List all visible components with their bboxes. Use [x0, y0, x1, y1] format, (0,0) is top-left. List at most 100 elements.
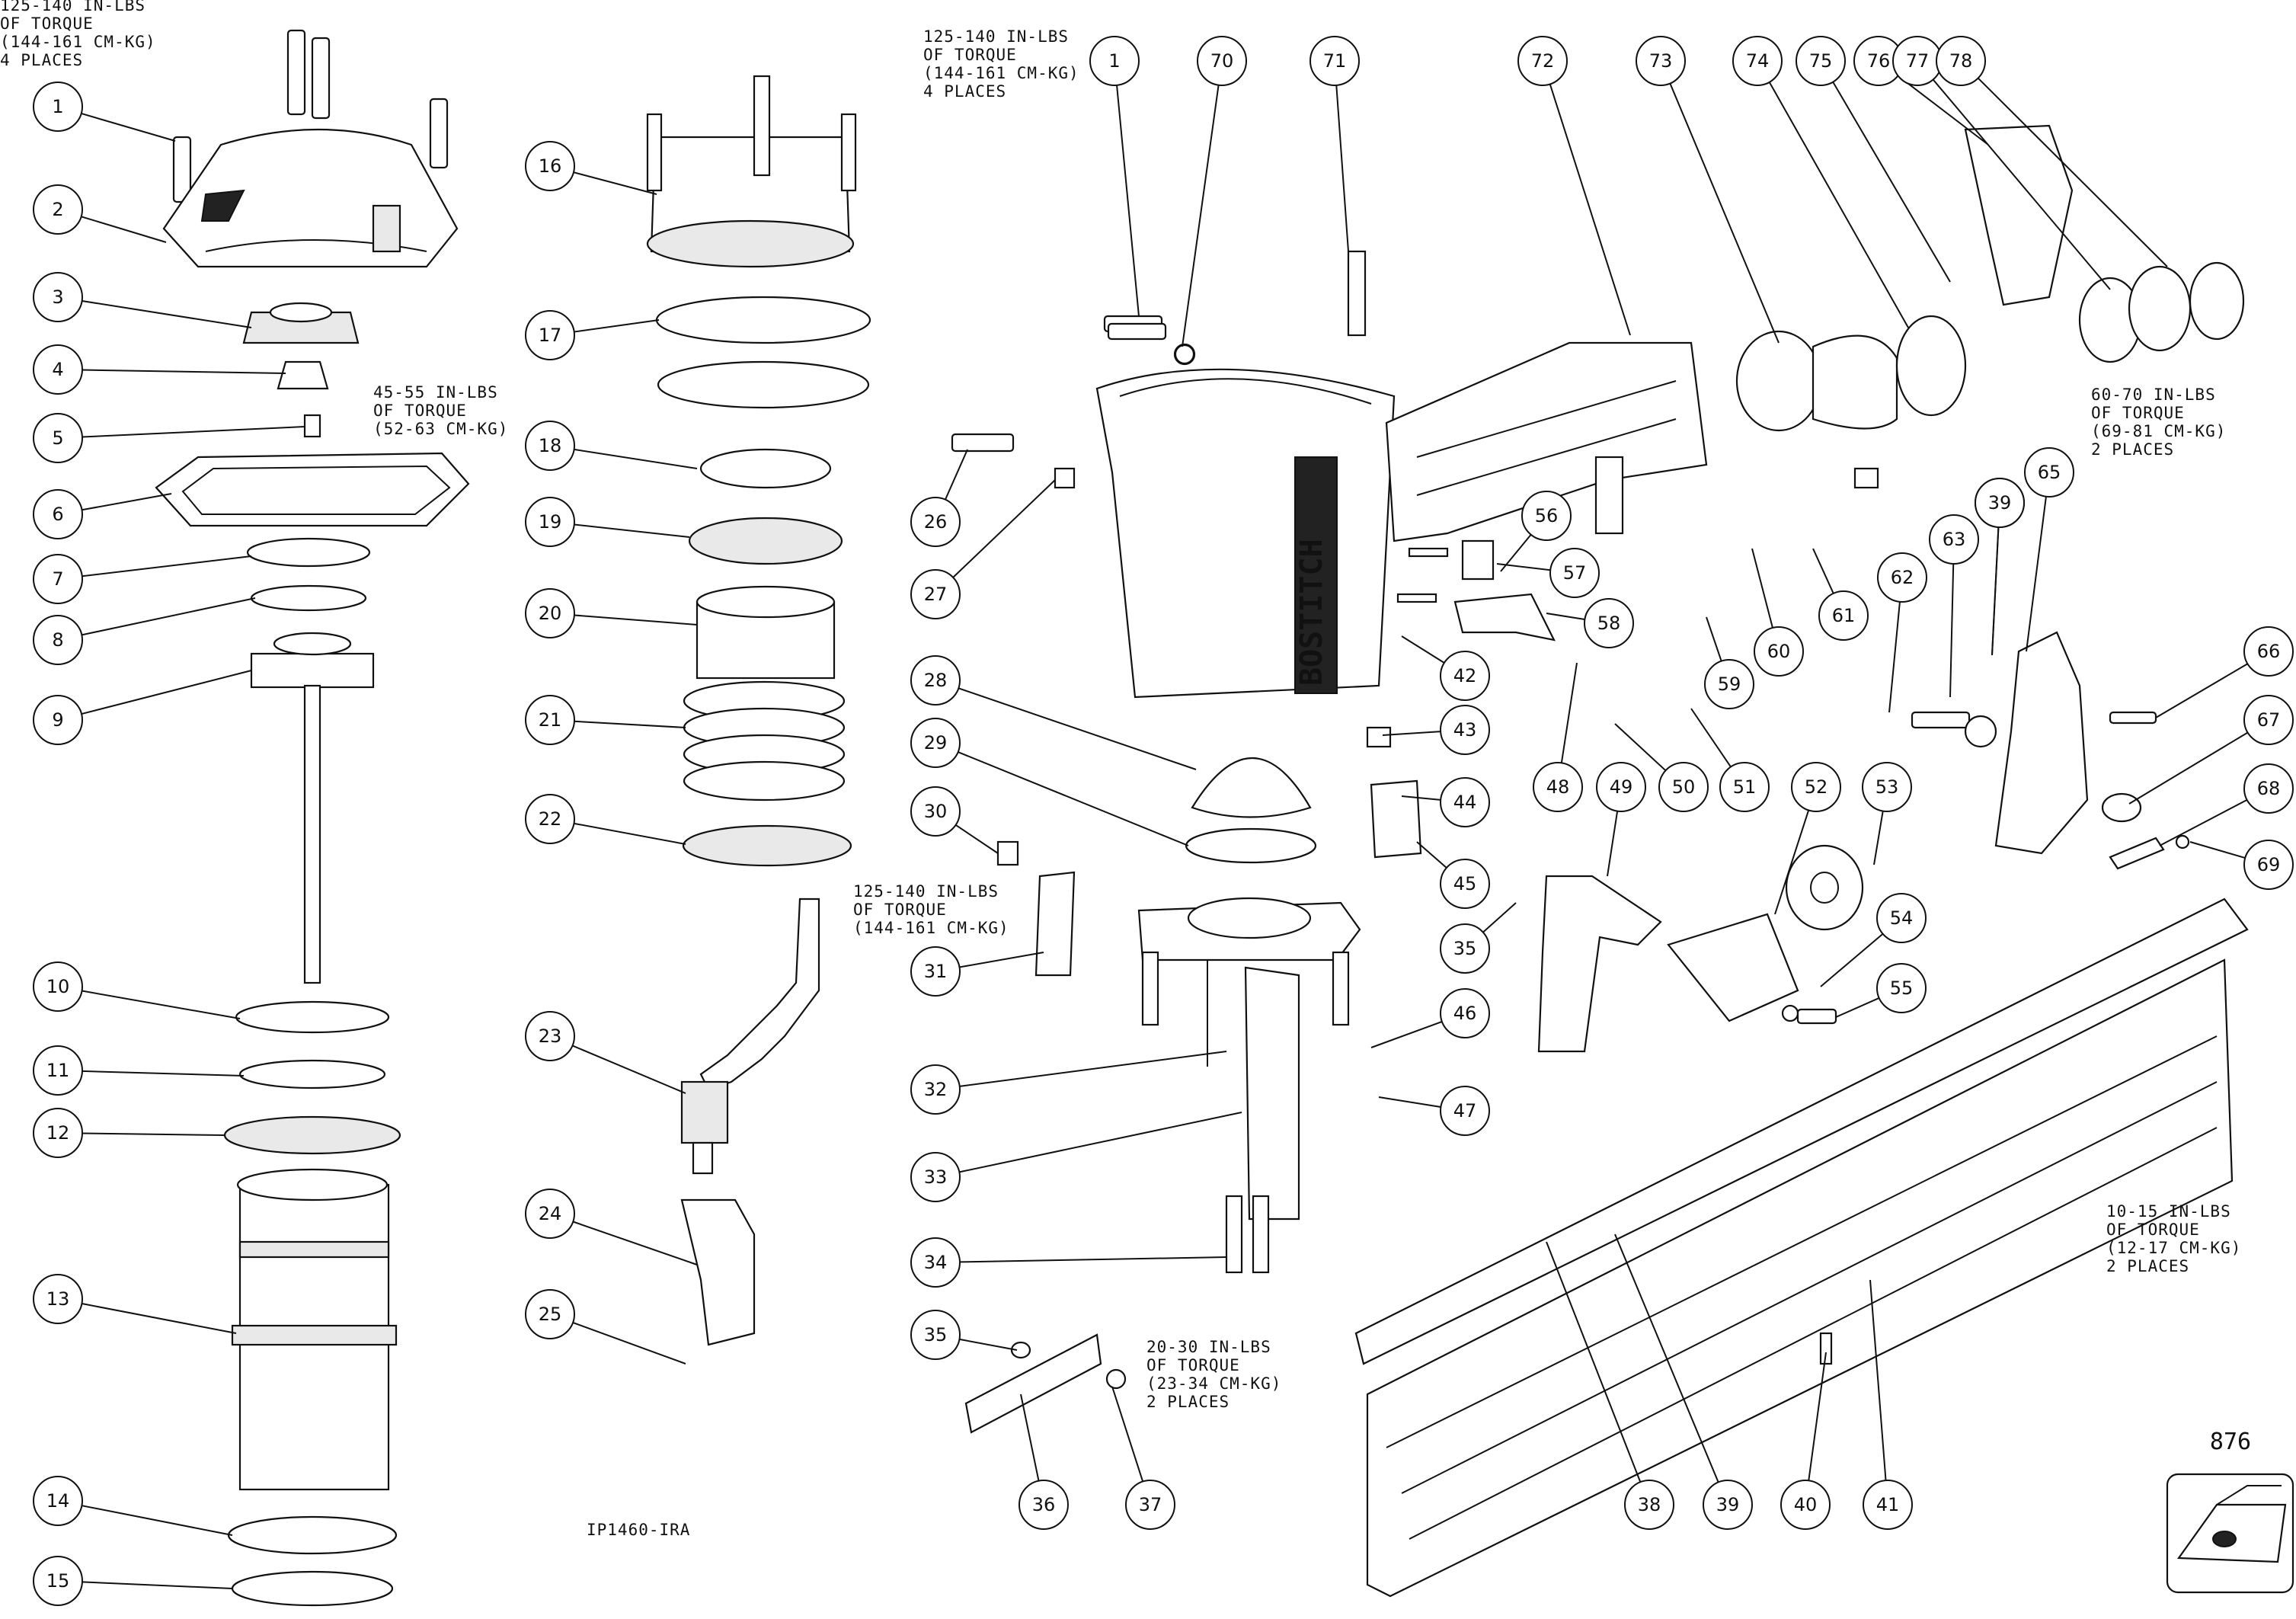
callout-46: 46: [1440, 988, 1490, 1038]
callout-number: 28: [924, 670, 948, 691]
callout-60: 60: [1754, 626, 1804, 677]
callout-circle: [910, 655, 961, 706]
torque-note-line: OF TORQUE: [1146, 1356, 1240, 1374]
callout-circle: [910, 569, 961, 619]
callout-number: 17: [539, 325, 562, 346]
callout-circle: [525, 1011, 575, 1061]
callout-75: 75: [1796, 36, 1846, 86]
callout-circle: [1125, 1480, 1175, 1530]
callout-62: 62: [1877, 552, 1927, 603]
callout-26: 26: [910, 497, 961, 547]
leader-line-3: [82, 299, 252, 328]
callout-number: 71: [1323, 50, 1347, 72]
callout-76: 76: [1853, 36, 1904, 86]
callout-circle: [910, 946, 961, 997]
callout-27: 27: [910, 569, 961, 619]
leader-line-22: [574, 822, 686, 845]
cylinder-seals-drawing: [223, 1000, 401, 1155]
callout-number: 34: [924, 1252, 948, 1273]
callout-number: 59: [1718, 674, 1741, 695]
callout-circle: [1975, 478, 2025, 528]
leader-line-20: [574, 614, 698, 626]
leader-line-78: [1977, 77, 2168, 267]
torque-note-line: (144-161 CM-KG): [923, 64, 1079, 82]
torque-note-line: OF TORQUE: [2106, 1221, 2200, 1239]
callout-circle: [910, 497, 961, 547]
torque-note-line: 10-15 IN-LBS: [2106, 1202, 2231, 1221]
callout-63: 63: [1929, 514, 1979, 565]
callout-61: 61: [1818, 590, 1869, 641]
leader-line-12: [82, 1132, 225, 1136]
callout-number: 18: [539, 435, 562, 456]
callout-37: 37: [1125, 1480, 1175, 1530]
callout-circle: [1549, 548, 1600, 598]
leader-line-72: [1549, 84, 1631, 336]
leader-line-26: [945, 449, 968, 501]
callout-number: 33: [924, 1166, 948, 1188]
leader-line-23: [572, 1045, 686, 1094]
leader-line-1: [81, 113, 176, 142]
callout-circle: [1876, 963, 1927, 1013]
callout-number: 75: [1809, 50, 1833, 72]
contact-trip-drawing: [964, 1333, 1127, 1434]
callout-number: 51: [1733, 776, 1757, 798]
trigger-parts-drawing: [1366, 539, 1662, 1053]
callout-number: 78: [1949, 50, 1973, 72]
callout-number: 72: [1531, 50, 1555, 72]
torque-note-line: OF TORQUE: [923, 46, 1017, 64]
callout-number: 24: [539, 1203, 562, 1224]
callout-number: 74: [1746, 50, 1770, 72]
callout-19: 19: [525, 497, 575, 547]
callout-number: 37: [1139, 1494, 1162, 1515]
callout-74: 74: [1732, 36, 1783, 86]
cylinder-drawing: [231, 1168, 398, 1491]
torque-note-line: (23-34 CM-KG): [1146, 1374, 1281, 1393]
callout-circle: [1636, 36, 1686, 86]
callout-circle: [2243, 695, 2294, 745]
head-valve-drawing: [646, 75, 857, 268]
callout-number: 68: [2257, 778, 2281, 799]
callout-circle: [33, 1274, 83, 1324]
callout-circle: [33, 82, 83, 132]
leader-line-5: [82, 426, 305, 438]
callout-number: 61: [1832, 605, 1856, 626]
callout-circle: [525, 310, 575, 360]
callout-circle: [33, 695, 83, 745]
callout-number: 21: [539, 709, 562, 731]
leader-line-68: [2159, 798, 2248, 846]
callout-number: 4: [52, 359, 63, 380]
leader-line-27: [952, 479, 1056, 578]
callout-circle: [525, 497, 575, 547]
callout-number: 8: [52, 629, 63, 651]
callout-38: 38: [1624, 1480, 1674, 1530]
kit-number: 876: [2210, 1429, 2251, 1455]
leader-line-8: [82, 597, 256, 636]
callout-number: 5: [52, 427, 63, 449]
callout-6: 6: [33, 489, 83, 539]
callout-47: 47: [1440, 1086, 1490, 1136]
torque-note-line: (12-17 CM-KG): [2106, 1239, 2241, 1257]
leader-line-10: [82, 990, 241, 1019]
callout-circle: [525, 794, 575, 844]
leader-line-1: [1116, 85, 1140, 317]
callout-12: 12: [33, 1108, 83, 1158]
leader-line-34: [959, 1256, 1227, 1263]
callout-circle: [2243, 626, 2294, 677]
leader-line-15: [82, 1581, 233, 1589]
torque-note-line: 125-140 IN-LBS: [853, 882, 999, 901]
callout-circle: [33, 1108, 83, 1158]
callout-number: 49: [1610, 776, 1633, 798]
callout-circle: [525, 1189, 575, 1239]
leader-line-58: [1546, 613, 1585, 620]
callout-number: 69: [2257, 854, 2281, 875]
callout-number: 76: [1867, 50, 1891, 72]
leader-line-52: [1774, 810, 1810, 915]
callout-circle: [910, 1237, 961, 1288]
callout-29: 29: [910, 718, 961, 768]
callout-circle: [525, 588, 575, 638]
leader-line-59: [1706, 616, 1722, 662]
callout-circle: [1780, 1480, 1831, 1530]
callout-circle: [1703, 1480, 1753, 1530]
